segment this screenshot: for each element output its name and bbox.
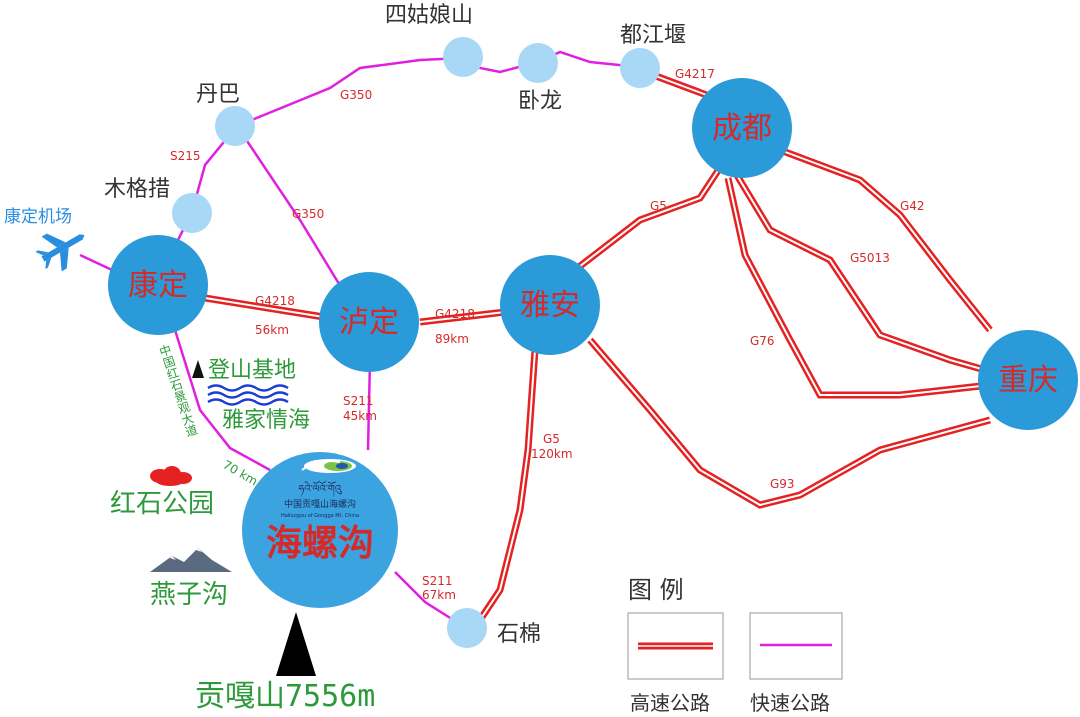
base-camp-mountain-icon <box>192 360 204 378</box>
base-camp-label: 登山基地 <box>208 358 296 383</box>
city-chengdu-label: 成都 <box>712 111 772 146</box>
label-g4218-east-dist: 89km <box>435 332 469 346</box>
city-kangding-label: 康定 <box>128 268 188 303</box>
label-g42: G42 <box>900 199 925 213</box>
label-g76: G76 <box>750 334 775 348</box>
label-g4218-west: G4218 <box>255 294 295 308</box>
hailuogou-chinese-logo-text: 中国贡嘎山海螺沟 <box>284 498 356 510</box>
town-danba-marker[interactable] <box>215 106 255 146</box>
label-g350-north: G350 <box>340 88 372 102</box>
airport-label: 康定机场 <box>4 207 72 227</box>
town-dujiangyan-label: 都江堰 <box>620 23 686 48</box>
hailuogou-tibetan-text: ཧའེ་ལོའོ་གོའུ <box>299 480 343 497</box>
label-g4218-west-dist: 56km <box>255 323 289 337</box>
towns: 四姑娘山 卧龙 都江堰 丹巴 木格措 石棉 <box>104 3 686 648</box>
legend-title: 图 例 <box>628 576 684 604</box>
label-s211-south: S211 <box>422 574 453 588</box>
lake-waves-icon <box>207 384 289 406</box>
red-stone-icon <box>150 466 192 486</box>
city-luding-label: 泸定 <box>339 305 399 340</box>
label-s211-south-dist: 67km <box>422 588 456 602</box>
hailuogou[interactable]: ཧའེ་ལོའོ་གོའུ 中国贡嘎山海螺沟 Hailuogou of Gong… <box>242 452 398 608</box>
label-s215: S215 <box>170 149 201 163</box>
label-g5013: G5013 <box>850 251 890 265</box>
hailuogou-english-text: Hailuogou of Gongga Mt. China <box>281 513 359 519</box>
airport[interactable]: 康定机场 <box>4 207 95 278</box>
legend-fastroad-label: 快速公路 <box>750 691 830 715</box>
city-chengdu-marker[interactable] <box>692 78 792 178</box>
town-mugecuo-marker[interactable] <box>172 193 212 233</box>
label-g93: G93 <box>770 477 795 491</box>
yanzi-gully-label: 燕子沟 <box>150 580 228 610</box>
town-danba-label: 丹巴 <box>196 82 240 107</box>
label-g5-south-dist: 120km <box>531 447 573 461</box>
road-s211-north <box>366 359 372 451</box>
city-yaan-marker[interactable] <box>500 255 600 355</box>
town-wolong-marker[interactable] <box>518 43 558 83</box>
airplane-icon <box>35 233 85 272</box>
hailuogou-marker[interactable] <box>242 452 398 608</box>
label-g5-south: G5 <box>543 432 560 446</box>
label-s211-north-dist: 45km <box>343 409 377 423</box>
legend: 图 例 高速公路 快速公路 <box>627 576 843 715</box>
city-chongqing-label: 重庆 <box>998 363 1058 398</box>
city-yaan-label: 雅安 <box>520 288 580 323</box>
legend-expressway-label: 高速公路 <box>630 691 710 715</box>
road-airport <box>79 253 113 272</box>
town-siguniangshan-label: 四姑娘山 <box>385 3 473 28</box>
city-luding-marker[interactable] <box>319 272 419 372</box>
cities: 成都 康定 泸定 雅安 重庆 <box>108 78 1078 430</box>
road-scenic <box>173 329 271 472</box>
red-stone-park-label: 红石公园 <box>110 489 214 519</box>
town-siguniangshan-marker[interactable] <box>443 37 483 77</box>
mount-gongga-label: 贡嘎山7556m <box>195 679 375 714</box>
town-mugecuo-label: 木格措 <box>104 177 170 202</box>
label-g5-north: G5 <box>650 199 667 213</box>
town-shimian-label: 石棉 <box>497 622 541 647</box>
label-s211-north: S211 <box>343 394 374 408</box>
road-g350-north <box>236 50 701 128</box>
hailuogou-label: 海螺沟 <box>266 522 374 564</box>
label-g4217: G4217 <box>675 67 715 81</box>
road-labels: G350 S215 G350 G4217 G4218 56km G4218 89… <box>170 67 925 602</box>
city-kangding-marker[interactable] <box>108 235 208 335</box>
yajia-lake-label: 雅家情海 <box>222 408 310 433</box>
attractions: 登山基地 雅家情海 红石公园 燕子沟 贡嘎山7556m <box>110 358 375 714</box>
city-chongqing-marker[interactable] <box>978 330 1078 430</box>
label-g350-south: G350 <box>292 207 324 221</box>
gongga-peak-icon <box>276 612 316 676</box>
peacock-feather-icon <box>301 459 356 473</box>
mountain-range-icon <box>150 548 232 572</box>
expressways <box>204 68 993 622</box>
label-g4218-east: G4218 <box>435 307 475 321</box>
town-shimian-marker[interactable] <box>447 608 487 648</box>
town-wolong-label: 卧龙 <box>518 89 562 114</box>
road-g350-south <box>235 125 357 311</box>
town-dujiangyan-marker[interactable] <box>620 48 660 88</box>
